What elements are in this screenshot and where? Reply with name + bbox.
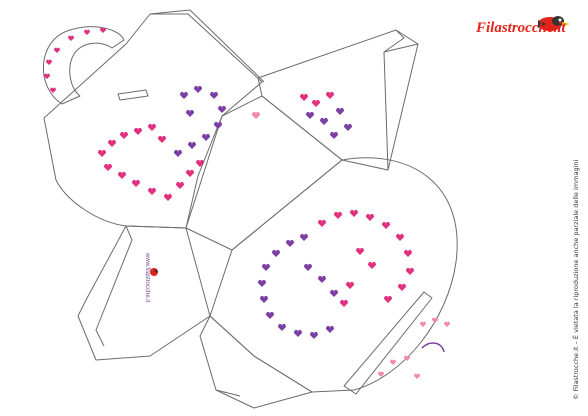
- upper-panel: [43, 13, 263, 229]
- hearts-handle: [44, 27, 106, 93]
- lower-panel: [209, 157, 458, 393]
- mini-logo-icon: [150, 268, 158, 276]
- center-square: [185, 95, 343, 251]
- flap-logo-text: www.filastrocche.it: [144, 253, 150, 303]
- copyright-caption: © Filastrocche.it – È vietata la riprodu…: [572, 159, 580, 400]
- bottom-flap: [199, 315, 313, 409]
- hearts-right-tab: [252, 91, 352, 139]
- top-flap: [149, 9, 265, 83]
- template-outline: [42, 9, 458, 409]
- brand-logo-text: Filastrocche.it: [476, 20, 566, 36]
- left-flap: [77, 225, 211, 361]
- hearts-upper-pink: [98, 123, 204, 201]
- right-tab: [257, 29, 419, 171]
- hearts-lower-light: [378, 317, 450, 379]
- hearts-lower-pink: [318, 209, 414, 307]
- hearts-upper-purple: [174, 85, 226, 157]
- hearts-lower-purple: [258, 233, 338, 339]
- handle-ring: [42, 26, 125, 105]
- cartoon-bird-icon: [538, 16, 570, 31]
- lower-right-tab: [343, 291, 433, 395]
- slot: [117, 89, 149, 101]
- curl-decoration: [421, 342, 445, 353]
